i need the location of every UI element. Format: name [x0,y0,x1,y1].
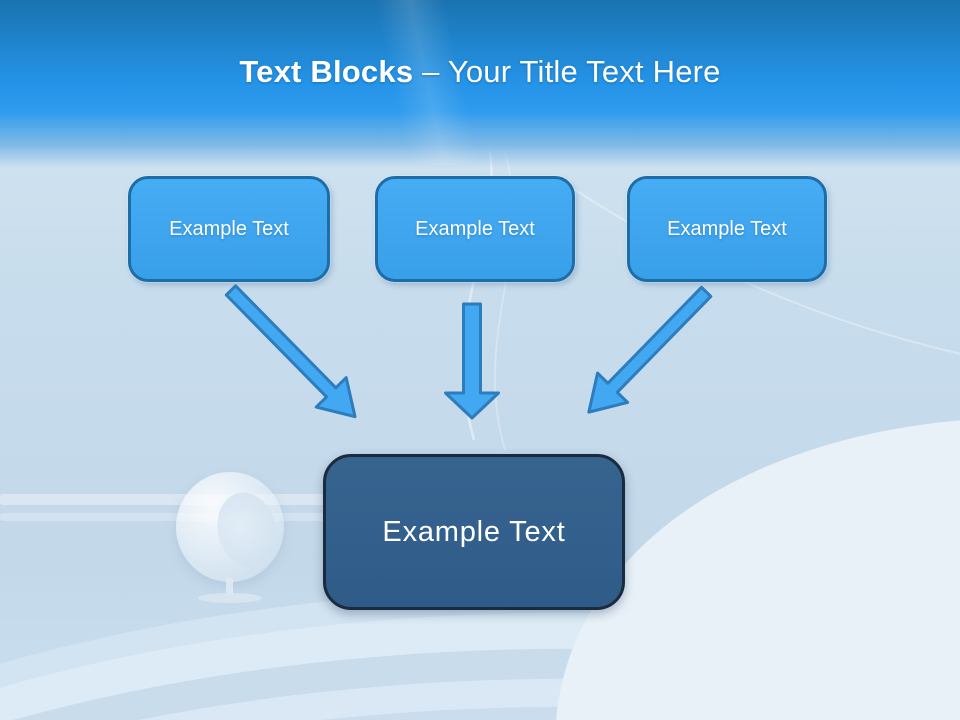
header-light-streak [260,0,580,165]
center-text-block-label: Example Text [382,515,566,548]
text-block-2: Example Text [375,176,575,282]
ball-chair-stem [226,578,233,596]
background-stripe [0,513,345,521]
text-block-3-label: Example Text [667,217,787,240]
header-gradient-bar [0,0,960,168]
background-stripe [0,494,350,505]
text-block-2-label: Example Text [415,217,535,240]
arrow-down-icon [444,302,500,420]
text-block-1-label: Example Text [169,217,289,240]
center-text-block: Example Text [323,454,625,610]
slide-title-rest: Your Title Text Here [447,54,721,89]
slide-title-dash: – [422,54,440,89]
arrow-down-right-icon [224,284,357,419]
slide-title-emphasis: Text Blocks [239,54,414,89]
text-block-1: Example Text [128,176,330,282]
slide-title: Text Blocks – Your Title Text Here [0,54,960,90]
text-block-3: Example Text [627,176,827,282]
ball-chair-base [198,593,262,603]
arrow-down-left-icon [587,285,713,414]
